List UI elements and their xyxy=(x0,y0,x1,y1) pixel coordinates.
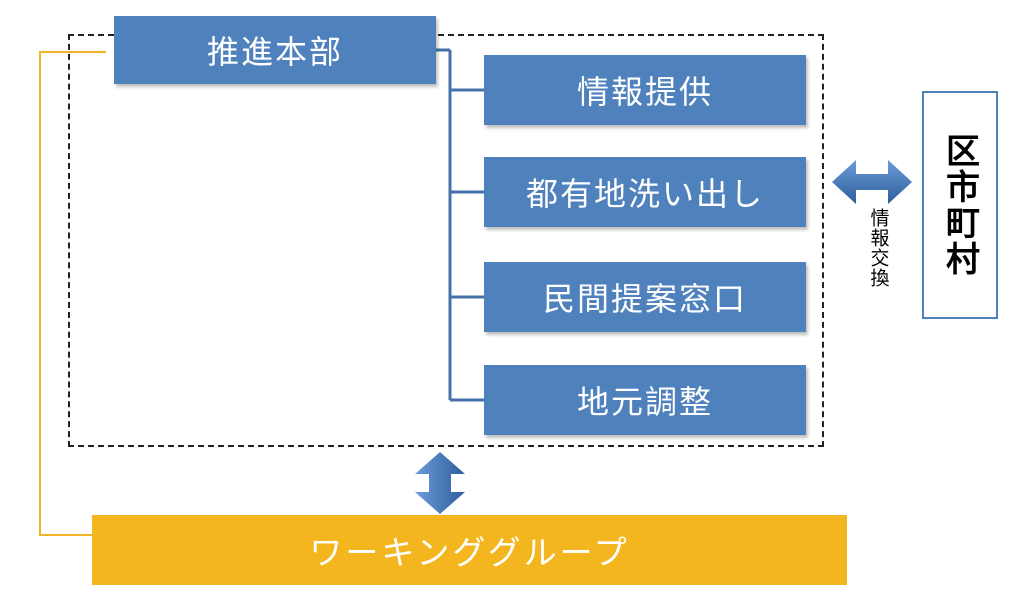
municipalities-label: 区市町村 xyxy=(939,133,980,277)
function-box-info-provision: 情報提供 xyxy=(484,55,806,125)
exchange-double-arrow xyxy=(832,160,912,204)
function-box-local-coordination: 地元調整 xyxy=(484,365,806,435)
function-label: 情報提供 xyxy=(576,73,713,111)
function-label: 民間提案窓口 xyxy=(542,280,747,318)
headquarters-label: 推進本部 xyxy=(206,33,343,71)
function-box-private-proposal: 民間提案窓口 xyxy=(484,262,806,332)
working-group-box: ワーキンググループ xyxy=(92,515,847,585)
exchange-label: 情報交換 xyxy=(867,208,890,288)
headquarters-box: 推進本部 xyxy=(114,16,436,84)
municipalities-box: 区市町村 xyxy=(922,91,998,319)
hq-working-group-link xyxy=(39,51,106,536)
working-group-label: ワーキンググループ xyxy=(309,533,630,572)
hq-working-group-double-arrow xyxy=(415,452,465,514)
exchange-label-container: 情報交換 xyxy=(864,208,894,288)
function-label: 地元調整 xyxy=(576,383,713,421)
org-tree-connector xyxy=(436,48,484,402)
headquarters-group-boundary xyxy=(68,34,824,447)
function-box-land-survey: 都有地洗い出し xyxy=(484,157,806,227)
function-label: 都有地洗い出し xyxy=(525,175,764,213)
